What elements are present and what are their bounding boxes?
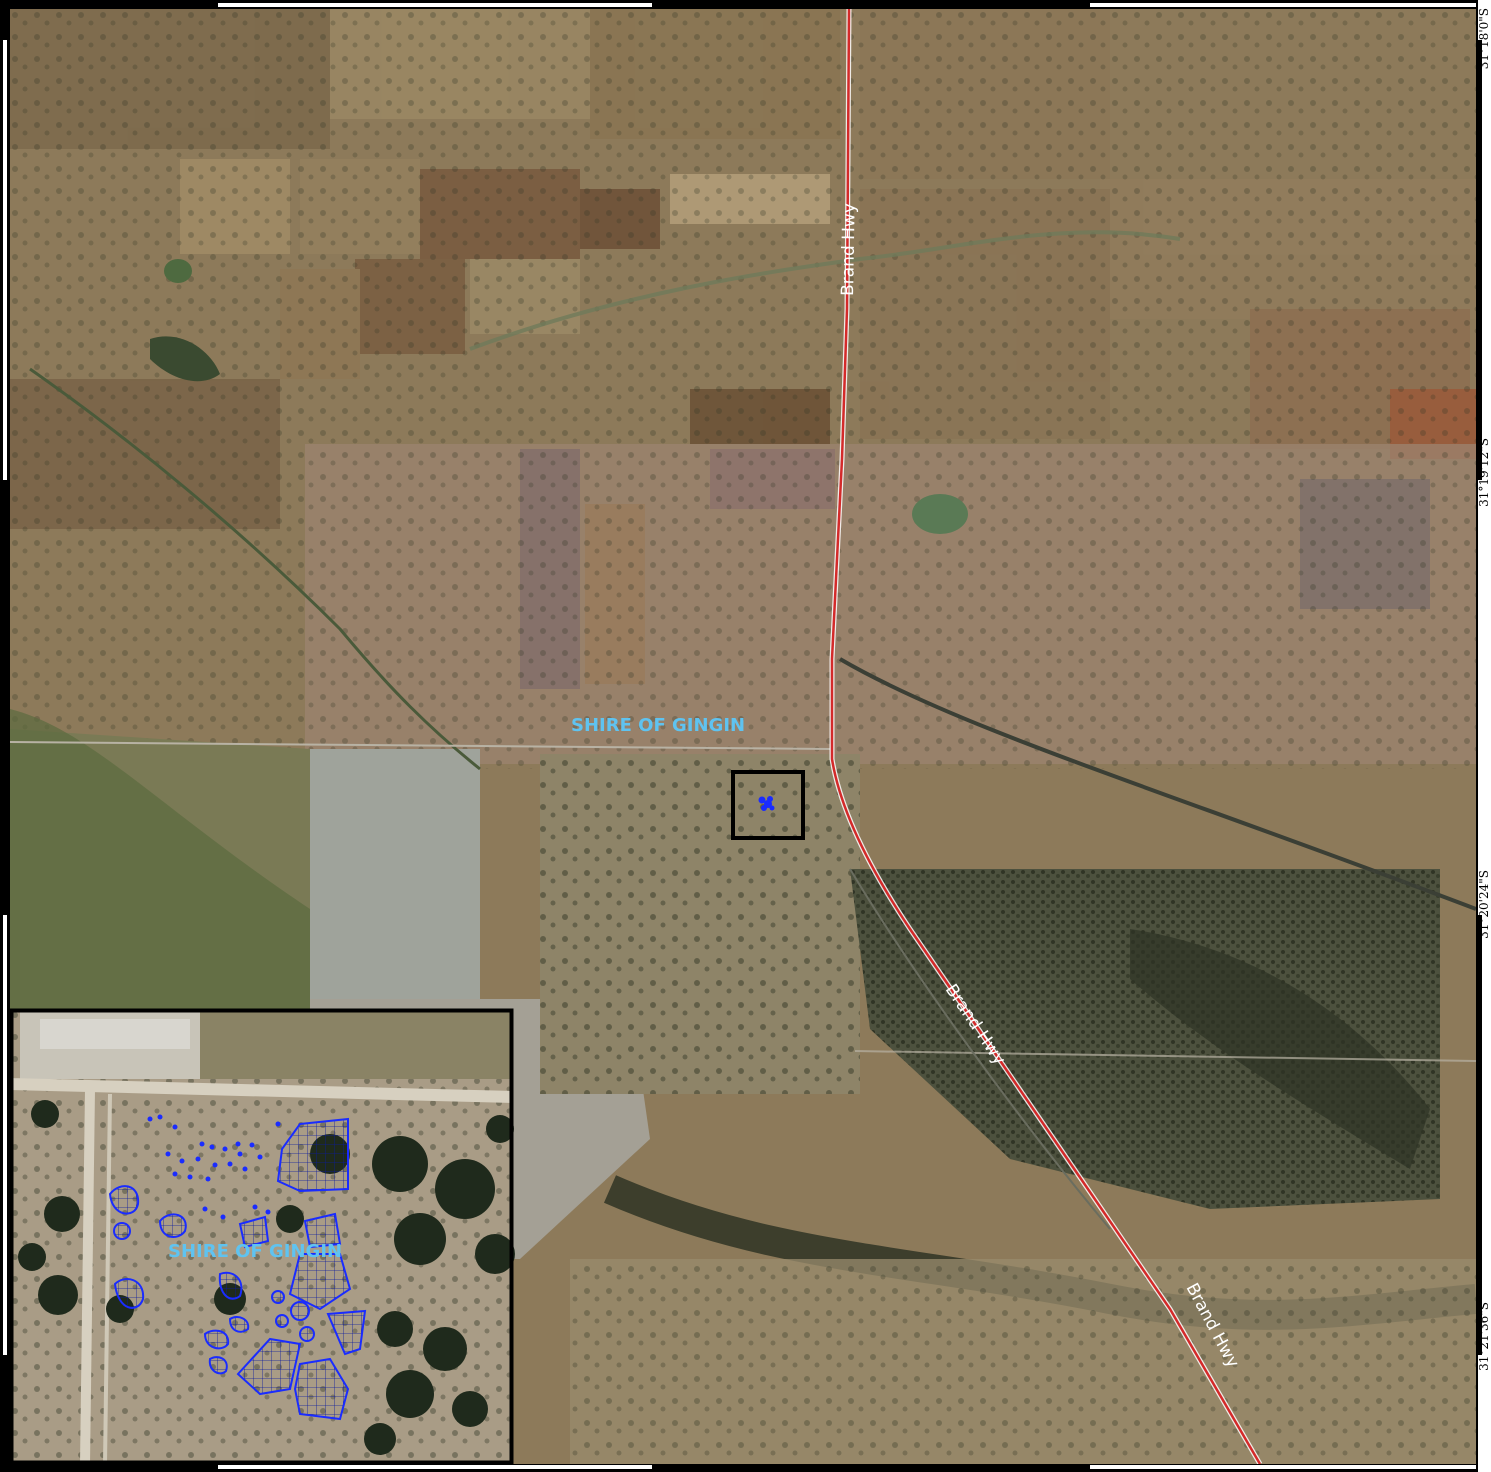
lat-label-4: 31°21'36"S <box>1477 1302 1491 1371</box>
inset-map[interactable]: SHIRE OF GINGIN <box>10 1008 515 1464</box>
brand-highway-line[interactable] <box>830 9 1262 1464</box>
map-view[interactable]: Brand Hwy Brand Hwy Brand Hwy Brand Hwy … <box>10 9 1476 1464</box>
survey-polygons <box>108 1117 367 1421</box>
survey-points <box>147 1114 281 1220</box>
lat-label-2: 31°19'12"S <box>1477 438 1491 507</box>
inset-border <box>10 1008 514 1464</box>
lat-label-3: 31°20'24"S <box>1477 870 1491 939</box>
inset-shire-label: SHIRE OF GINGIN <box>168 1241 342 1262</box>
survey-points-mini <box>758 796 775 811</box>
study-area-box[interactable] <box>731 770 805 840</box>
road-label-1: Brand Hwy <box>838 203 860 296</box>
shire-label: SHIRE OF GINGIN <box>571 715 745 736</box>
aerial-map: Brand Hwy Brand Hwy Brand Hwy Brand Hwy … <box>10 9 1476 1464</box>
lat-label-1: 31°18'0"S <box>1477 8 1491 70</box>
